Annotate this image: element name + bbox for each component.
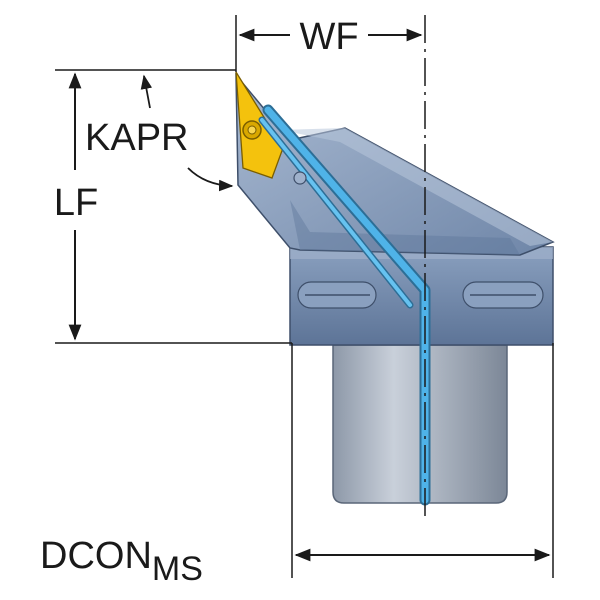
holder-head xyxy=(235,72,555,256)
lf-label: LF xyxy=(54,182,98,224)
extension-lines xyxy=(55,15,554,578)
wf-label: WF xyxy=(299,16,358,58)
kapr-label: KAPR xyxy=(85,117,188,159)
kapr-dimension: KAPR xyxy=(85,74,234,192)
lf-dimension: LF xyxy=(54,72,98,341)
coolant-outlet-icon xyxy=(293,171,307,185)
dcon-subscript-text: MS xyxy=(152,550,203,588)
dcon-main-text: DCON xyxy=(40,535,152,577)
dcon-dimension: DCONMS xyxy=(40,535,551,588)
wf-dimension: WF xyxy=(238,16,423,58)
dcon-label: DCONMS xyxy=(40,535,203,588)
